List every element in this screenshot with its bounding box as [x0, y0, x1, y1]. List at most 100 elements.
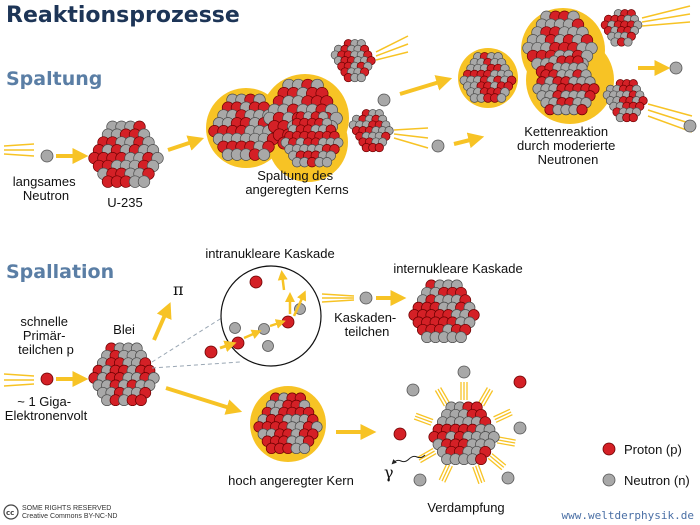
- site-url[interactable]: www.weltderphysik.de: [562, 509, 694, 522]
- incoming-proton-trail: [3, 373, 35, 387]
- neutron: [496, 93, 507, 103]
- section-spallation: Spallation: [6, 261, 114, 283]
- slow-neutron: [40, 149, 54, 163]
- evaporation-ray: [487, 457, 503, 471]
- evaporation-ray: [413, 418, 432, 426]
- evaporation-ray: [477, 387, 488, 404]
- arrow-pion: [152, 302, 172, 341]
- legend-neutron-dot: [602, 473, 616, 487]
- cc-logo: cc: [3, 504, 19, 520]
- fragment-bottom-rays: [393, 127, 429, 149]
- evaporation-ray: [474, 465, 483, 484]
- emitted-neutron-1: [377, 93, 391, 107]
- evaporation-ray: [496, 442, 515, 447]
- excited-nucleus-label: hoch angeregter Kern: [228, 473, 354, 488]
- page-title: Reaktionsprozesse: [6, 3, 240, 28]
- proton: [628, 113, 638, 123]
- evaporation-ray: [493, 408, 511, 418]
- evaporation-ray: [494, 411, 512, 421]
- arrow-to-fission: [167, 135, 205, 152]
- slow-neutron-label: langsames Neutron: [13, 174, 80, 203]
- evaporation-ray: [418, 450, 435, 461]
- legend-proton-dot: [602, 442, 616, 456]
- evaporation-ray: [472, 466, 480, 485]
- neutron: [455, 331, 467, 344]
- lead-label: Blei: [113, 322, 135, 337]
- evaporation-particles: [406, 365, 527, 487]
- evaporation-ray: [480, 388, 491, 405]
- neutron: [623, 37, 633, 47]
- chain-reaction-label: Kettenreaktion durch moderierte Neutrone…: [517, 124, 619, 167]
- internuclear-nucleus: [408, 279, 480, 344]
- neutron: [257, 148, 271, 161]
- proton: [475, 453, 487, 466]
- u235-label: U-235: [107, 195, 142, 210]
- emitted-neutron-2: [431, 139, 445, 153]
- proton: [374, 143, 384, 153]
- svg-text:cc: cc: [6, 509, 14, 517]
- chain-reaction-nuclei: [458, 8, 614, 124]
- cascade-neutron: [359, 291, 373, 305]
- evaporation-ray: [434, 390, 445, 407]
- evaporation-ray: [440, 387, 451, 404]
- evaporation-ray: [497, 439, 516, 444]
- neutron: [356, 73, 366, 83]
- evaporation-ray: [417, 447, 434, 458]
- fast-primary-label: schnelle Primär- teilchen p: [18, 314, 74, 357]
- fragment-top-rays: [375, 35, 409, 61]
- intranuclear-label: intranukleare Kaskade: [205, 246, 334, 261]
- proton: [576, 104, 588, 116]
- evaporation-ray: [489, 455, 505, 468]
- evaporation-ray: [444, 465, 453, 483]
- pion-symbol: π: [173, 280, 184, 299]
- fast-proton: [40, 372, 54, 386]
- legend-neutron-label: Neutron (n): [624, 473, 690, 488]
- excited-nucleus: [253, 392, 323, 455]
- zoom-line-bottom: [151, 361, 241, 369]
- cascade-particle-label: Kaskaden- teilchen: [334, 310, 400, 339]
- internuclear-label: internukleare Kaskade: [393, 261, 522, 276]
- arrow-neutron-2: [453, 132, 485, 149]
- evap-proton: [393, 427, 407, 441]
- arrow-neutron-1: [399, 75, 453, 96]
- section-fission: Spaltung: [6, 68, 102, 90]
- evaporation-ray: [437, 388, 448, 405]
- energy-label: ~ 1 Giga- Elektronenvolt: [5, 394, 88, 423]
- chain-top-rays: [641, 5, 691, 27]
- arrow-to-excited: [165, 386, 243, 415]
- evaporation-ray: [415, 412, 434, 421]
- chain-neutron-1: [669, 61, 683, 75]
- fragment-small-bottom: [348, 109, 394, 153]
- entering-proton: [204, 345, 218, 359]
- chain-small-bottom: [602, 79, 648, 123]
- cascade-trail: [321, 293, 355, 303]
- fission-label: Spaltung des angeregten Kerns: [245, 168, 349, 197]
- evaporation-ray: [414, 415, 433, 424]
- evaporation-ray: [420, 453, 437, 464]
- rights-text: SOME RIGHTS RESERVED Creative Commons BY…: [22, 505, 117, 520]
- evaporation-ray: [477, 464, 486, 483]
- chain-small-top: [600, 9, 643, 47]
- evaporation-nucleus: [428, 401, 500, 466]
- evaporation-ray: [491, 453, 507, 466]
- evaporation-ray: [441, 464, 451, 482]
- evaporation-rays: [413, 382, 516, 485]
- evaporation-ray: [495, 414, 513, 423]
- evaporation-ray: [497, 436, 516, 441]
- evaporation-ray: [483, 390, 494, 407]
- legend-proton-label: Proton (p): [624, 442, 682, 457]
- evaporation-ray: [438, 463, 448, 481]
- neutron: [321, 157, 333, 168]
- intranuclear-zoom-circle: [220, 265, 322, 367]
- intranuclear-particles: [229, 270, 307, 352]
- u235-nucleus: [88, 120, 164, 188]
- fragment-small-top: [330, 39, 376, 83]
- zoom-line-top: [151, 313, 229, 363]
- incoming-neutron-trail: [3, 143, 35, 157]
- chain-neutron-2: [683, 119, 697, 133]
- neutron: [137, 175, 151, 188]
- evaporation-label: Verdampfung: [427, 500, 504, 515]
- neutron: [298, 442, 311, 455]
- gamma-wave: [391, 454, 426, 465]
